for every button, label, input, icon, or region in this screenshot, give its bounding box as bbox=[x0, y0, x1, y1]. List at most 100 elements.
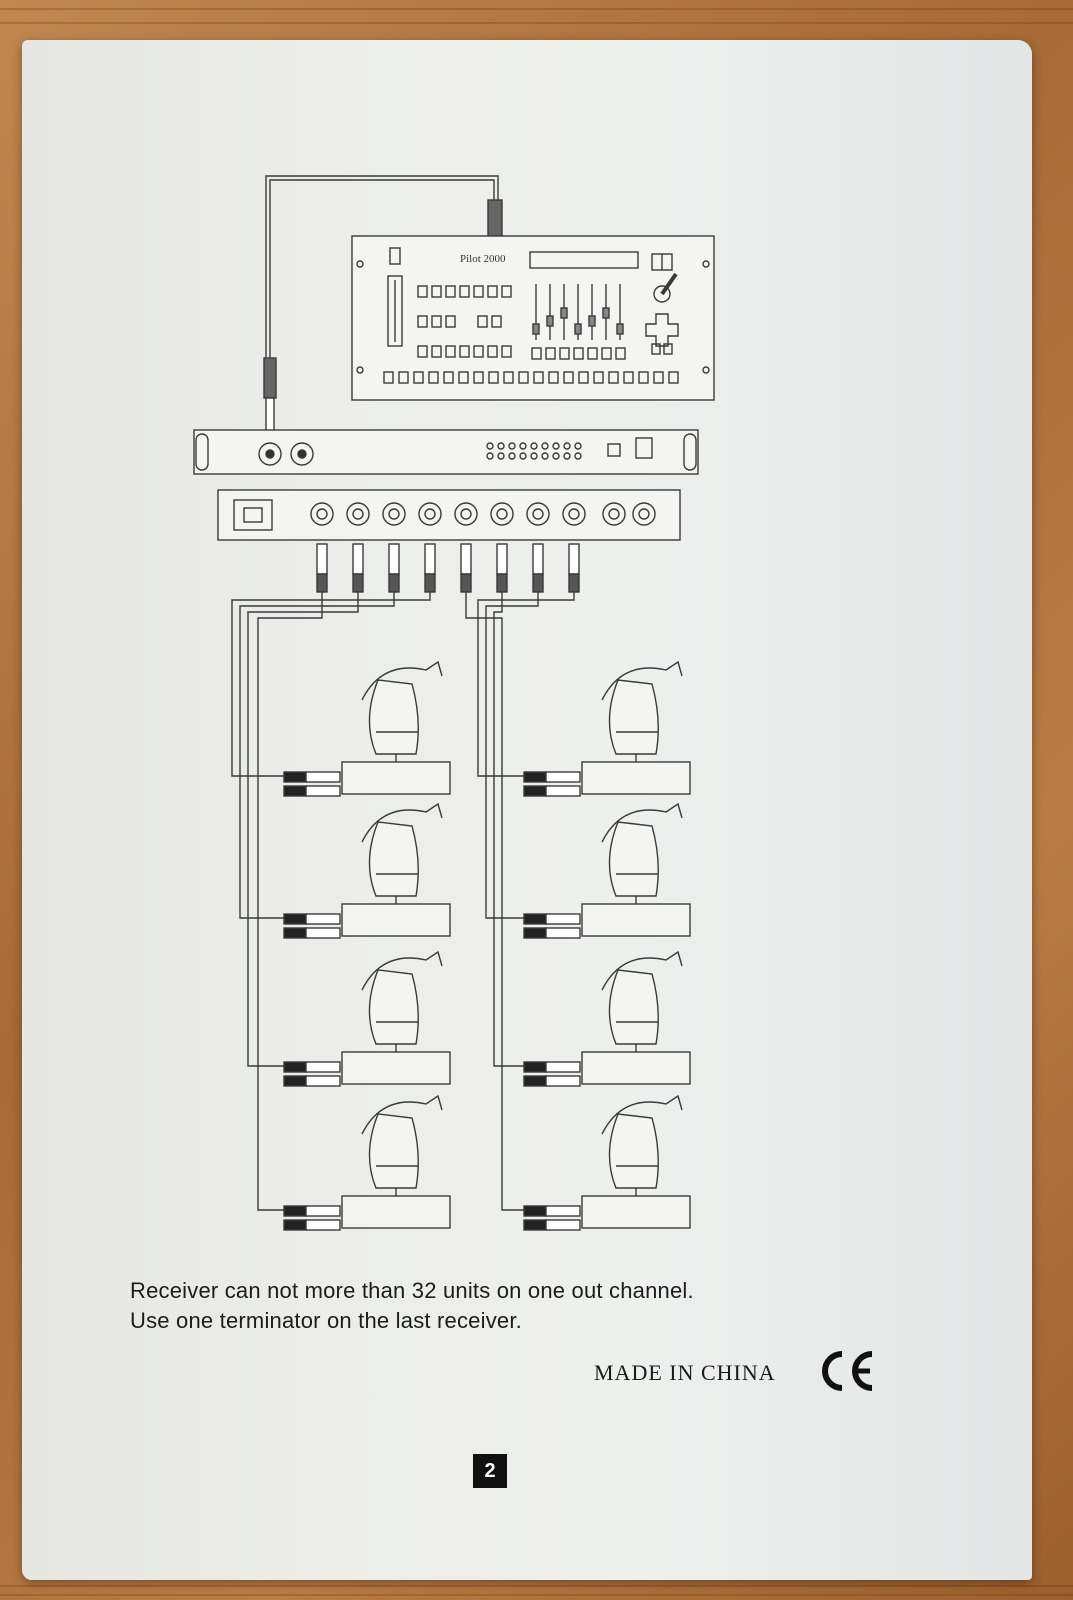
controller-button bbox=[445, 345, 456, 358]
controller-button bbox=[431, 285, 442, 298]
moving-head-lamp bbox=[608, 1113, 659, 1189]
controller-button bbox=[548, 371, 559, 384]
controller-button bbox=[601, 347, 612, 360]
controller-button bbox=[488, 371, 499, 384]
controller-button bbox=[501, 345, 512, 358]
out-plug-body bbox=[388, 543, 400, 575]
controller-button bbox=[545, 347, 556, 360]
xlr-in-body bbox=[305, 771, 341, 783]
controller-button bbox=[533, 371, 544, 384]
daisy-chain-cable bbox=[465, 592, 542, 1211]
moving-head-base bbox=[341, 903, 451, 937]
out-plug-tip bbox=[568, 573, 580, 593]
daisy-chain-cable bbox=[247, 592, 359, 1067]
fader-knob bbox=[532, 323, 540, 335]
controller-button bbox=[501, 285, 512, 298]
xlr-out-body bbox=[545, 1219, 581, 1231]
moving-head-lamp bbox=[368, 1113, 419, 1189]
xlr-socket-pin bbox=[424, 508, 436, 520]
out-plug-tip bbox=[496, 573, 508, 593]
controller-button bbox=[563, 371, 574, 384]
moving-head-arm bbox=[361, 950, 443, 991]
xlr-socket bbox=[454, 502, 478, 526]
splitter-led bbox=[541, 452, 549, 460]
splitter-led bbox=[552, 452, 560, 460]
controller-button bbox=[477, 315, 488, 328]
xlr-in-body bbox=[305, 1205, 341, 1217]
xlr-out-connector bbox=[283, 927, 307, 939]
splitter-led bbox=[530, 452, 538, 460]
controller-button bbox=[431, 345, 442, 358]
xlr-out-connector bbox=[523, 785, 547, 797]
splitter-led bbox=[486, 452, 494, 460]
xlr-socket-pin bbox=[316, 508, 328, 520]
controller-button bbox=[473, 285, 484, 298]
controller-button bbox=[615, 347, 626, 360]
controller-button bbox=[383, 371, 394, 384]
moving-head-lamp bbox=[608, 969, 659, 1045]
controller-button bbox=[559, 347, 570, 360]
xlr-in-body bbox=[545, 1205, 581, 1217]
splitter-led bbox=[519, 442, 527, 450]
controller-button bbox=[593, 371, 604, 384]
splitter-led bbox=[497, 442, 505, 450]
xlr-socket-pin bbox=[460, 508, 472, 520]
out-plug-body bbox=[424, 543, 436, 575]
controller-button bbox=[608, 371, 619, 384]
xlr-in-connector bbox=[283, 913, 307, 925]
fader-knob bbox=[574, 323, 582, 335]
splitter-led bbox=[541, 442, 549, 450]
out-plug-body bbox=[568, 543, 580, 575]
controller-button bbox=[417, 315, 428, 328]
moving-head-arm bbox=[361, 660, 443, 701]
controller-button bbox=[473, 371, 484, 384]
controller-button bbox=[487, 345, 498, 358]
controller-button bbox=[518, 371, 529, 384]
moving-head-base bbox=[581, 761, 691, 795]
moving-head-arm bbox=[361, 802, 443, 843]
splitter-led bbox=[486, 442, 494, 450]
moving-head-lamp bbox=[608, 821, 659, 897]
controller-button bbox=[398, 371, 409, 384]
xlr-socket bbox=[418, 502, 442, 526]
controller-button bbox=[459, 285, 470, 298]
controller-button bbox=[458, 371, 469, 384]
out-plug-body bbox=[352, 543, 364, 575]
moving-head-base bbox=[341, 761, 451, 795]
xlr-in-body bbox=[305, 1061, 341, 1073]
xlr-socket bbox=[490, 502, 514, 526]
page-number: 2 bbox=[473, 1454, 507, 1488]
controller-button bbox=[503, 371, 514, 384]
moving-head-arm bbox=[601, 660, 683, 701]
caption-line-2: Use one terminator on the last receiver. bbox=[130, 1308, 522, 1333]
fader-knob bbox=[546, 315, 554, 327]
xlr-socket bbox=[562, 502, 586, 526]
moving-head-base bbox=[341, 1051, 451, 1085]
splitter-led bbox=[508, 442, 516, 450]
xlr-in-connector bbox=[523, 1061, 547, 1073]
xlr-out-connector bbox=[523, 1075, 547, 1087]
controller-button bbox=[487, 285, 498, 298]
controller-button bbox=[638, 371, 649, 384]
moving-head-lamp bbox=[368, 969, 419, 1045]
controller-button bbox=[428, 371, 439, 384]
manual-page: Pilot 2000 bbox=[22, 40, 1032, 1580]
controller-button bbox=[587, 347, 598, 360]
out-plug-body bbox=[316, 543, 328, 575]
moving-head-base bbox=[581, 1195, 691, 1229]
moving-head-arm bbox=[601, 802, 683, 843]
xlr-socket-pin bbox=[568, 508, 580, 520]
controller-button bbox=[573, 347, 584, 360]
xlr-socket bbox=[526, 502, 550, 526]
xlr-out-body bbox=[305, 1219, 341, 1231]
xlr-socket-pin bbox=[352, 508, 364, 520]
made-in-label: MADE IN CHINA bbox=[594, 1360, 776, 1385]
out-plug-tip bbox=[388, 573, 400, 593]
controller-button bbox=[459, 345, 470, 358]
splitter-led bbox=[508, 452, 516, 460]
xlr-out-connector bbox=[283, 785, 307, 797]
daisy-chain-cable bbox=[477, 592, 575, 777]
splitter-led bbox=[519, 452, 527, 460]
controller-button bbox=[668, 371, 679, 384]
splitter-led bbox=[574, 442, 582, 450]
